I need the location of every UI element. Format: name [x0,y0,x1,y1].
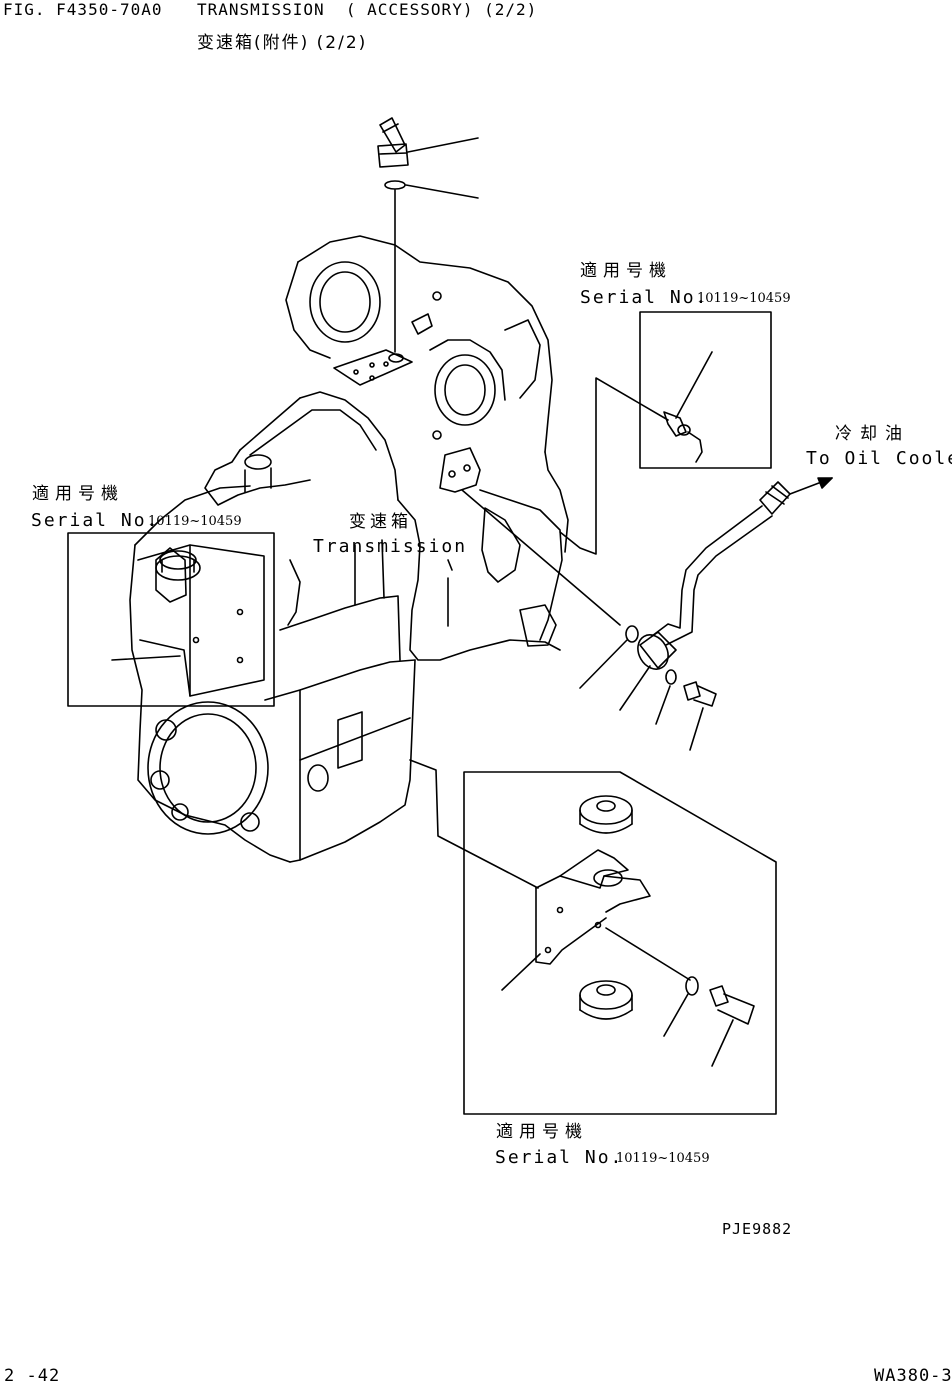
applicable-serial-cn-bottom: 適用号機 [496,1122,588,1142]
figure-number: FIG. F4350-70A0 [3,0,163,19]
leader-o-ring [406,185,478,198]
mount-bolt [710,986,754,1024]
assembly-line-bracket [410,760,538,888]
leader-cover-bracket [112,656,180,660]
oil-cooler-pipe [632,482,790,675]
figure-title: TRANSMISSION ( ACCESSORY) (2/2) [197,0,538,19]
mount-cushion-upper [580,796,632,833]
callout-box-bottom [464,772,776,1114]
leader-mount-bolt [712,1020,733,1066]
leader-bolt [690,708,703,750]
oil-cooler-label-cn: 冷却油 [835,424,910,444]
assembly-line-drain [462,490,620,625]
figure-title-cn: 变速箱(附件) (2/2) [197,33,368,53]
oil-cooler-label-en: To Oil Cooler [806,448,952,469]
applicable-serial-cn-upper: 適用号機 [580,261,672,281]
cover-bracket [138,545,264,696]
leader-mount-washer [664,994,688,1036]
transmission-housing [130,236,568,862]
leader-washer [656,686,670,724]
applicable-serial-cn-left: 適用号機 [32,484,124,504]
serial-label-left: Serial No. [31,510,160,531]
callout-box-left [68,533,274,706]
drawing-number: PJE9882 [722,1220,793,1238]
serial-range-upper: 10119~10459 [697,291,791,306]
leader-transmission-label [448,560,452,570]
breather-elbow [378,118,408,167]
callout-box-upper-right [640,312,771,468]
transmission-label-cn: 变速箱 [349,512,412,532]
serial-label-bottom: Serial No. [495,1147,624,1168]
mount-bracket [536,850,650,964]
leader-drain-plug [580,640,627,688]
leader-elbow [408,138,478,152]
leader-pipe [620,666,650,710]
transmission-label-en: Transmission [313,536,468,557]
model-number: WA380-3 [874,1366,952,1386]
oil-temperature-sensor [664,412,702,462]
serial-range-bottom: 10119~10459 [616,1151,710,1166]
bolt [684,682,716,706]
leader-mount-bracket [502,954,540,990]
page-number: 2 -42 [4,1366,61,1386]
cooler-arrow-head [818,478,832,488]
assembly-line-mount [606,928,690,980]
mount-washer [686,977,698,995]
serial-range-left: 10119~10459 [148,514,242,529]
o-ring [385,181,405,189]
washer [666,670,676,684]
drain-plug [626,626,638,642]
assembly-line-sensor [560,378,668,554]
serial-label-upper: Serial No. [580,287,709,308]
leader-sensor [676,352,712,418]
mount-cushion-lower [580,981,632,1019]
